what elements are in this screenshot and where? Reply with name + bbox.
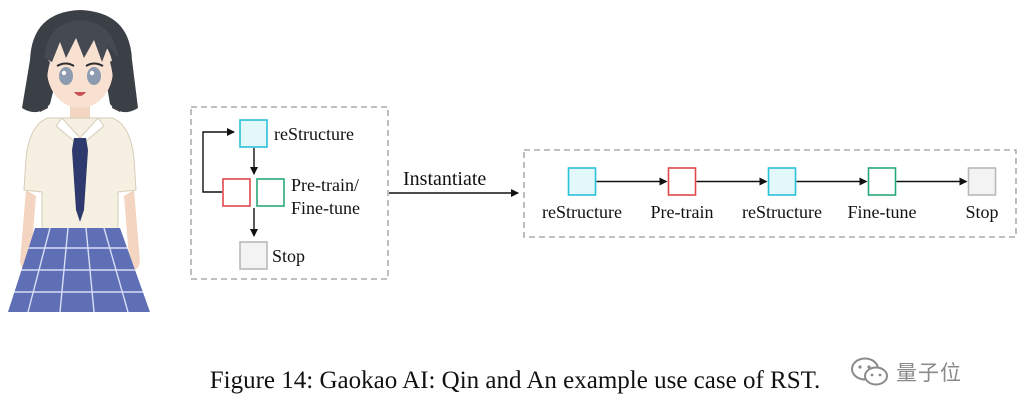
pipeline-label: reStructure [742, 202, 822, 222]
left-panel-border [190, 106, 389, 280]
hair-lock-left [37, 56, 50, 112]
right-panel-border [523, 149, 1017, 238]
right-eye [87, 67, 101, 85]
pipeline-sequence: reStructure Pre-train reStructure Fine-tune… [542, 167, 999, 222]
left-eye [59, 67, 73, 85]
restructure-label: reStructure [274, 124, 354, 144]
skirt-plaid-lines [8, 228, 150, 312]
pipeline-node-restructure [567, 167, 597, 196]
pretrain-finetune-label-line1: Pre-train/ [291, 175, 359, 195]
instantiate-label: Instantiate [403, 168, 486, 190]
restructure-node [239, 119, 268, 148]
figure-caption: Figure 14: Gaokao AI: Qin and An example… [209, 367, 821, 394]
pipeline-node-restructure [767, 167, 797, 196]
pipeline-label: Pre-train [651, 202, 714, 222]
anime-girl-illustration [8, 10, 150, 312]
pipeline-label: Fine-tune [848, 202, 917, 222]
hair-lock-right [110, 56, 123, 112]
pipeline-node-pretrain [667, 167, 697, 196]
pipeline-label: reStructure [542, 202, 622, 222]
left-arm [20, 190, 36, 271]
pipeline-node-finetune [867, 167, 897, 196]
pretrain-finetune-label-line2: Fine-tune [291, 198, 360, 218]
stop-node [239, 241, 268, 270]
hair-bangs [44, 20, 118, 62]
pipeline-node-stop [967, 167, 997, 196]
right-arm [124, 190, 140, 271]
mouth [74, 92, 86, 96]
watermark-text: 量子位 [896, 361, 962, 385]
pipeline-label: Stop [965, 202, 998, 222]
watermark: 量子位 [850, 356, 962, 388]
loop-arrow [202, 128, 235, 193]
finetune-node [256, 178, 285, 207]
necktie [72, 138, 88, 222]
wechat-icon [851, 357, 888, 386]
stop-label: Stop [272, 246, 305, 266]
pretrain-node [222, 178, 251, 207]
